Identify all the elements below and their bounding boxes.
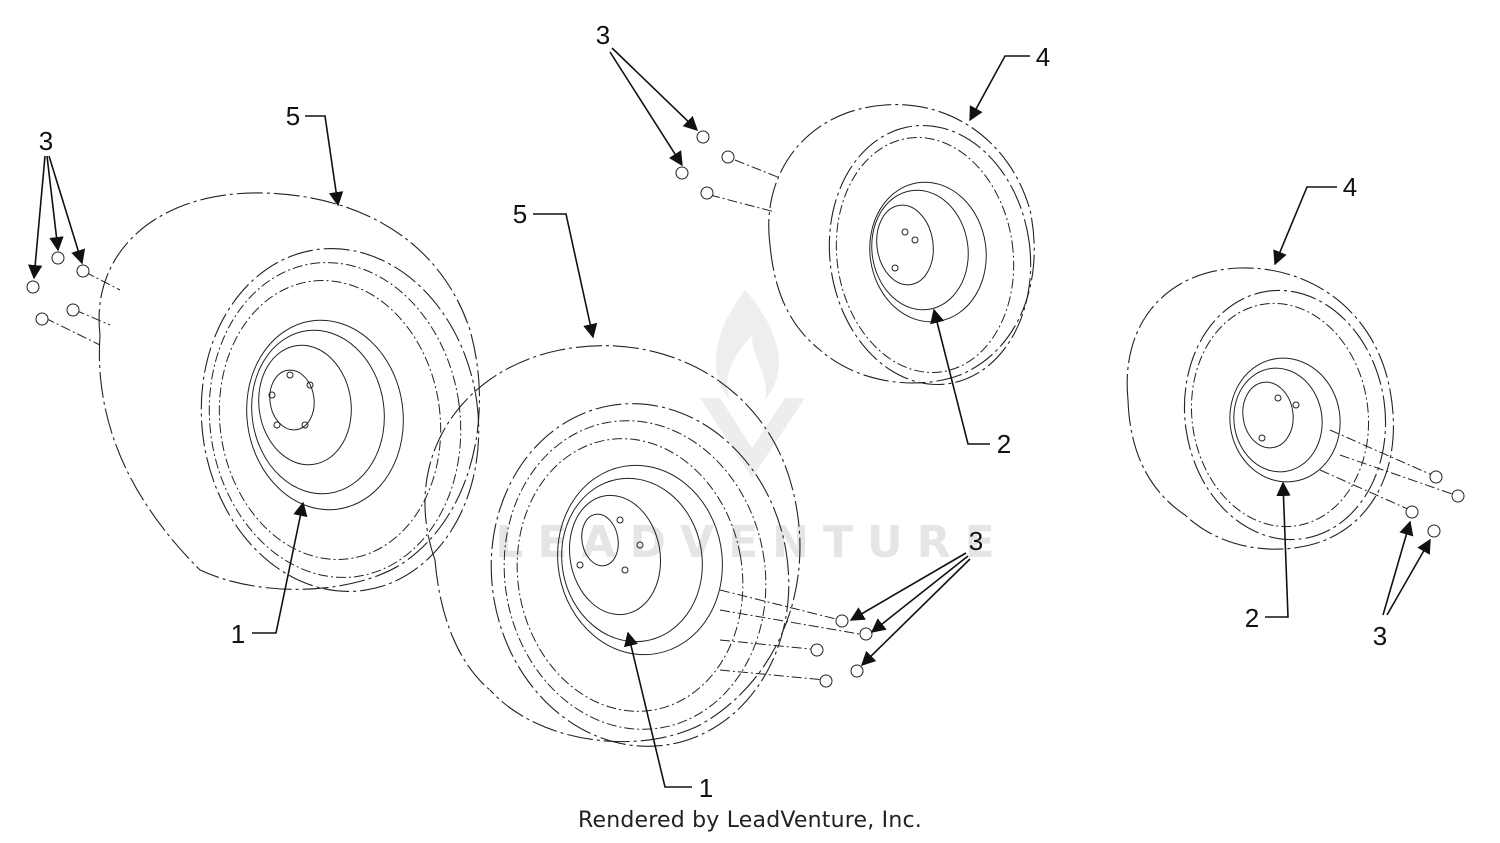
- svg-text:5: 5: [513, 199, 527, 229]
- svg-text:2: 2: [1245, 603, 1259, 633]
- callout-5-center: 5: [513, 199, 598, 339]
- svg-text:4: 4: [1343, 172, 1357, 202]
- svg-text:1: 1: [231, 619, 245, 649]
- callout-1-center: 1: [624, 631, 713, 803]
- lug-nuts-rear-center: [810, 614, 873, 688]
- footer-credit: Rendered by LeadVenture, Inc.: [578, 808, 922, 833]
- svg-text:4: 4: [1036, 42, 1050, 72]
- callout-2-right: 2: [1245, 481, 1291, 633]
- callout-2-top: 2: [930, 308, 1011, 459]
- svg-text:3: 3: [1373, 621, 1387, 651]
- callout-4-top: 4: [969, 42, 1050, 122]
- callout-3-right: 3: [1373, 520, 1431, 651]
- watermark-text: LEADVENTURE: [495, 517, 1008, 568]
- callout-5-left: 5: [286, 101, 344, 207]
- callout-1-left: 1: [231, 501, 308, 649]
- svg-text:1: 1: [699, 773, 713, 803]
- svg-text:3: 3: [39, 126, 53, 156]
- svg-text:3: 3: [596, 20, 610, 50]
- svg-text:3: 3: [969, 526, 983, 556]
- callout-4-right: 4: [1273, 172, 1357, 266]
- callout-3-top-left: 3: [27, 126, 86, 280]
- svg-text:5: 5: [286, 101, 300, 131]
- wheel-rear-center: [424, 345, 866, 747]
- lug-nuts-rear-left: [26, 251, 90, 326]
- watermark-logo: LEADVENTURE: [495, 290, 1008, 568]
- lug-nuts-front-right: [1405, 470, 1465, 538]
- callout-3-center: 3: [849, 526, 983, 667]
- wheel-front-right: [1126, 267, 1456, 550]
- wheel-front-top: [709, 104, 1035, 386]
- svg-text:2: 2: [997, 429, 1011, 459]
- callout-3-top: 3: [596, 20, 699, 167]
- wheel-rear-left: [44, 192, 480, 592]
- lug-nuts-front-top: [675, 130, 735, 200]
